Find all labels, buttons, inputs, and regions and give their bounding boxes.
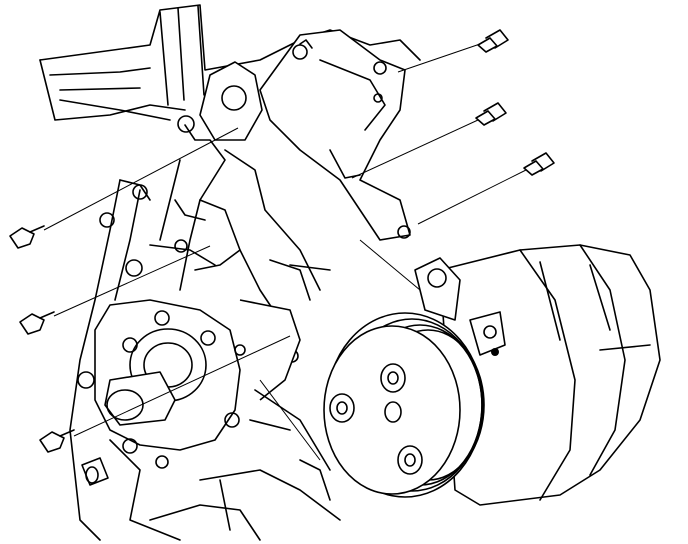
front-cover-bracket (99, 61, 321, 321)
bolt-icon (475, 102, 507, 126)
engine-block (39, 4, 421, 541)
compressor-bracket (259, 29, 411, 241)
engine-front-pump (77, 259, 331, 486)
bolt-icon (477, 29, 509, 53)
bolt-icon (39, 429, 75, 453)
bolts (9, 29, 555, 453)
bolt-icon (523, 152, 555, 176)
ac-compressor (323, 244, 661, 506)
bolt-icon (19, 311, 55, 335)
bolt-icon (9, 225, 45, 249)
alignment-lines (43, 43, 527, 461)
